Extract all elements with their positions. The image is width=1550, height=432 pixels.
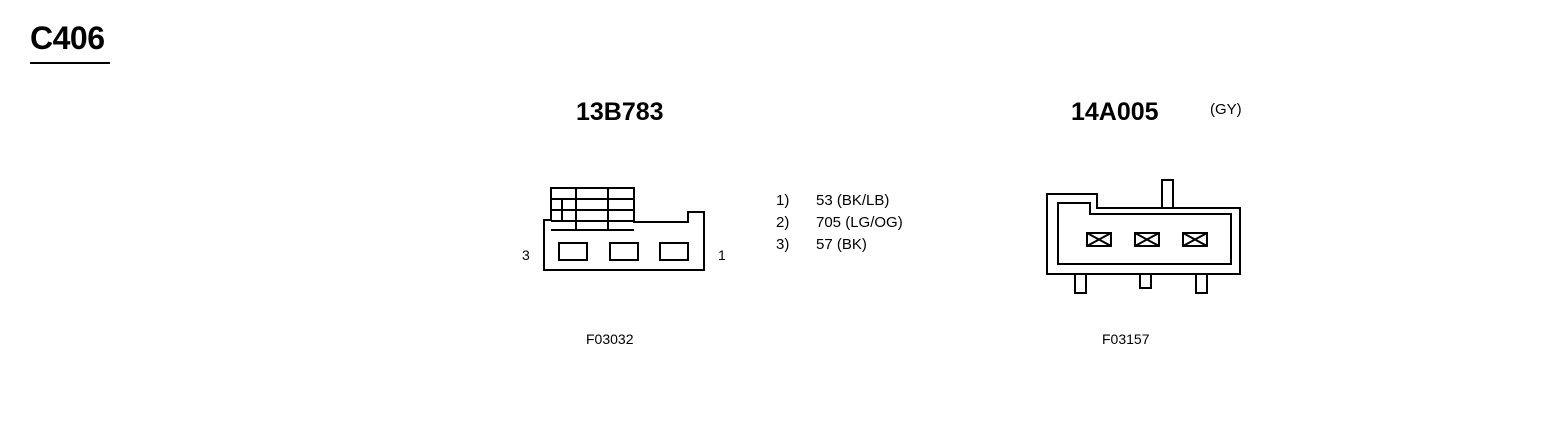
pinout-row: 3) 57 (BK) [776, 234, 903, 256]
pinout-row: 1) 53 (BK/LB) [776, 190, 903, 212]
left-connector-face [543, 187, 705, 271]
right-connector-figure-code: F03157 [1102, 331, 1150, 347]
pinout-index: 1) [776, 192, 790, 209]
pinout-index: 3) [776, 236, 790, 253]
left-connector-pin-1-label: 1 [718, 247, 726, 263]
right-connector-terminal [1182, 232, 1208, 247]
pinout-circuit: 53 (BK/LB) [816, 192, 890, 209]
title-underline [30, 62, 110, 64]
right-connector-part-number: 14A005 [1071, 98, 1159, 126]
pinout-circuit: 705 (LG/OG) [816, 214, 903, 231]
pinout-list: 1) 53 (BK/LB) 2) 705 (LG/OG) 3) 57 (BK) [776, 190, 903, 256]
right-connector-terminal [1134, 232, 1160, 247]
left-connector-cavity [609, 242, 639, 261]
right-connector-terminal [1086, 232, 1112, 247]
left-connector-pin-3-label: 3 [522, 247, 530, 263]
left-connector-part-number: 13B783 [576, 98, 664, 126]
left-connector-cavity [659, 242, 689, 261]
connector-title: C406 [30, 20, 105, 56]
right-connector-face [1046, 179, 1241, 294]
left-connector-figure-code: F03032 [586, 331, 634, 347]
pinout-row: 2) 705 (LG/OG) [776, 212, 903, 234]
pinout-index: 2) [776, 214, 790, 231]
left-connector-cavity [558, 242, 588, 261]
right-connector-color-code: (GY) [1210, 101, 1242, 118]
pinout-circuit: 57 (BK) [816, 236, 867, 253]
